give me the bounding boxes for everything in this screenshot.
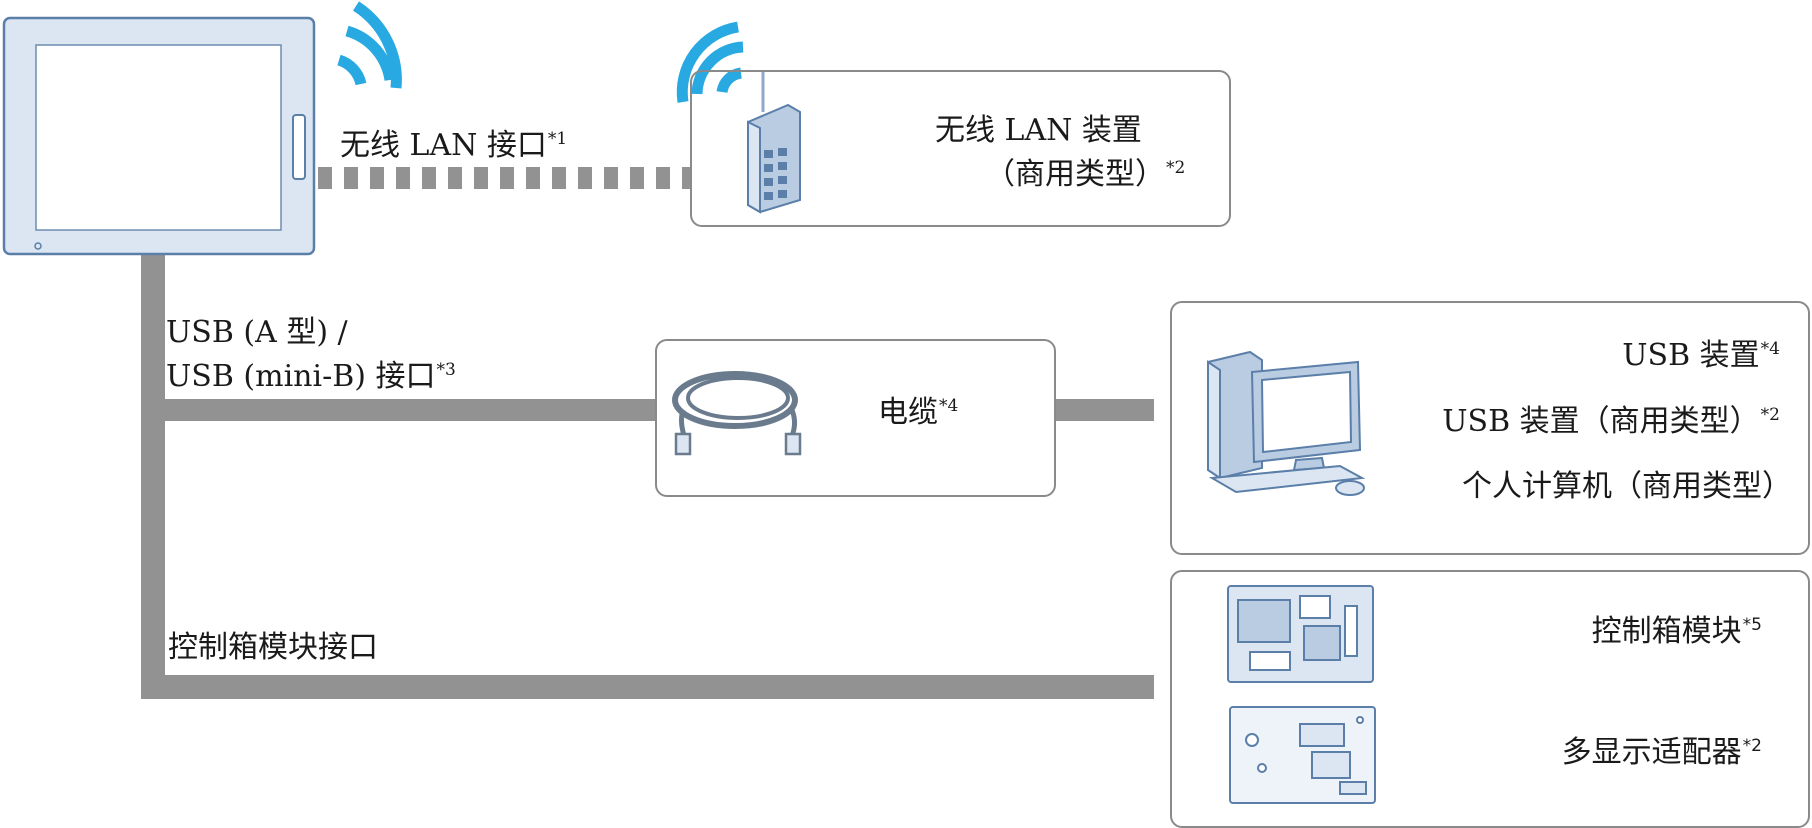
usb-device-commercial-text: USB 装置（商用类型） (1442, 404, 1760, 439)
control-box-module-icon (1227, 585, 1374, 683)
wlan-device-label-line2: （商用类型）*2 (985, 160, 1185, 190)
usb-interface-label-line1: USB (A 型) / (166, 318, 348, 348)
usb-device-text: USB 装置 (1622, 338, 1760, 373)
multi-display-adapter-text: 多显示适配器 (1561, 735, 1742, 770)
cable-label: 电缆*4 (878, 398, 958, 428)
usb-device-commercial-label: USB 装置（商用类型）*2 (1442, 407, 1780, 437)
usb-device-box (1170, 301, 1810, 555)
usb-interface-footnote: *3 (436, 360, 456, 380)
pc-commercial-label: 个人计算机（商用类型） (1462, 472, 1792, 502)
connection-lines (141, 254, 1154, 699)
cable-text: 电缆 (878, 395, 938, 430)
usb-connection-line-right (1054, 399, 1154, 421)
wlan-device-box (690, 70, 1231, 227)
wlan-device-footnote: *2 (1166, 158, 1186, 178)
control-box-interface-label: 控制箱模块接口 (168, 633, 378, 663)
wifi-signal-icon (337, 1, 402, 89)
wlan-interface-label: 无线 LAN 接口*1 (340, 131, 567, 161)
control-box-label: 控制箱模块*5 (1592, 617, 1762, 647)
usb-connection-line-left (141, 399, 656, 421)
control-box-connection-line (141, 675, 1154, 699)
usb-device-footnote: *4 (1760, 339, 1780, 359)
display-terminal (2, 16, 316, 256)
usb-interface-label-line2: USB (mini-B) 接口*3 (166, 362, 456, 392)
control-box-footnote: *5 (1742, 615, 1762, 635)
usb-interface-text-line1: USB (A 型) / (166, 315, 348, 350)
wlan-interface-text: 无线 LAN 接口 (340, 128, 547, 163)
wlan-device-text-line1: 无线 LAN 装置 (935, 113, 1142, 148)
multi-display-adapter-icon (1229, 706, 1376, 804)
usb-interface-text-line2: USB (mini-B) 接口 (166, 359, 436, 394)
trunk-vertical-line (141, 254, 165, 699)
control-box-interface-text: 控制箱模块接口 (168, 630, 378, 665)
wlan-interface-footnote: *1 (547, 129, 568, 149)
terminal-led (34, 242, 42, 250)
control-box-group-box (1170, 570, 1810, 828)
usb-device-label: USB 装置*4 (1622, 341, 1780, 371)
terminal-side-slot (292, 114, 306, 180)
cable-footnote: *4 (939, 396, 959, 416)
wireless-router-icon (676, 21, 801, 214)
multi-display-adapter-footnote: *2 (1742, 736, 1762, 756)
usb-device-commercial-footnote: *2 (1760, 405, 1780, 425)
control-box-text: 控制箱模块 (1591, 614, 1742, 649)
desktop-pc-icon (1207, 350, 1366, 496)
multi-display-adapter-label: 多显示适配器*2 (1562, 738, 1762, 768)
cable-box (655, 339, 1056, 497)
terminal-screen (35, 44, 282, 231)
usb-cable-icon (672, 371, 802, 456)
pc-commercial-text: 个人计算机（商用类型） (1462, 469, 1792, 504)
wlan-device-text-line2: （商用类型） (985, 157, 1165, 192)
wlan-device-label-line1: 无线 LAN 装置 (935, 116, 1142, 146)
